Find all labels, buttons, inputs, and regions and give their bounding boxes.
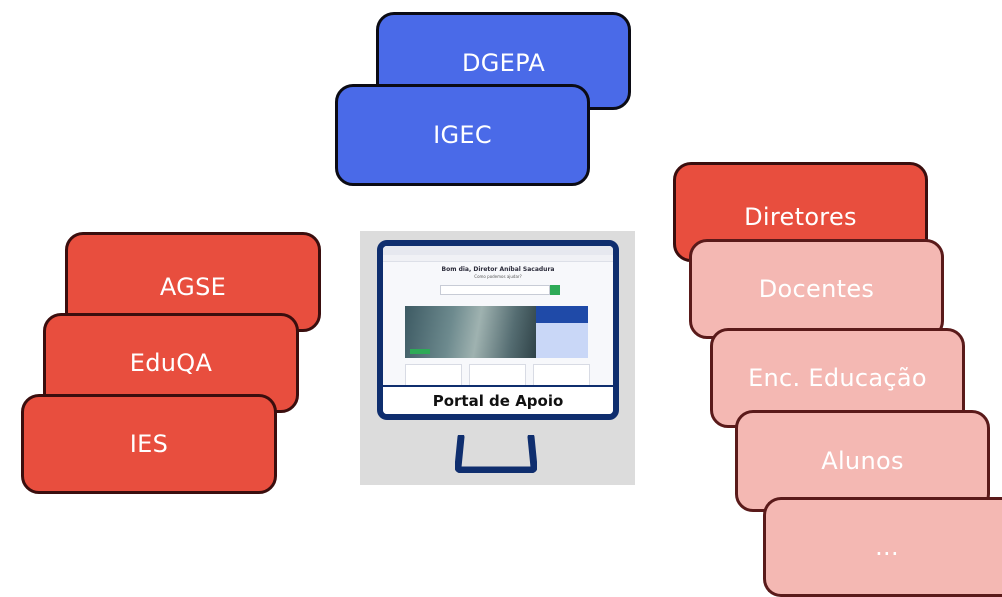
monitor-frame: Bom dia, Diretor Aníbal Sacadura Como po… [377, 240, 619, 420]
docentes-card: Docentes [689, 239, 944, 339]
monitor-screen: Bom dia, Diretor Aníbal Sacadura Como po… [383, 246, 613, 393]
portal-monitor-illustration: Bom dia, Diretor Aníbal Sacadura Como po… [360, 231, 635, 485]
igec-card: IGEC [335, 84, 590, 186]
screen-nav [383, 255, 613, 262]
dgepa-label: DGEPA [461, 49, 546, 77]
screen-side-panel-header [536, 306, 588, 323]
docentes-label: Docentes [758, 275, 875, 303]
screen-side-panel [536, 306, 588, 358]
screen-greeting: Bom dia, Diretor Aníbal Sacadura [441, 266, 555, 273]
screen-topbar [383, 246, 613, 255]
agse-label: AGSE [159, 273, 227, 301]
screen-search-field [440, 285, 550, 295]
monitor-stand [455, 435, 537, 473]
screen-hero-button [410, 349, 430, 354]
alunos-label: Alunos [821, 447, 904, 475]
more-card: ... [763, 497, 1002, 597]
igec-label: IGEC [433, 121, 492, 149]
ies-label: IES [129, 430, 169, 458]
alunos-card: Alunos [735, 410, 990, 512]
diretores-label: Diretores [744, 203, 857, 231]
screen-subtitle: Como podemos ajudar? [474, 274, 522, 279]
enc-educacao-label: Enc. Educação [748, 364, 927, 392]
monitor-caption: Portal de Apoio [383, 385, 613, 414]
eduqa-label: EduQA [129, 349, 213, 377]
more-label: ... [875, 533, 899, 561]
screen-search-button [550, 285, 560, 295]
ies-card: IES [21, 394, 277, 494]
